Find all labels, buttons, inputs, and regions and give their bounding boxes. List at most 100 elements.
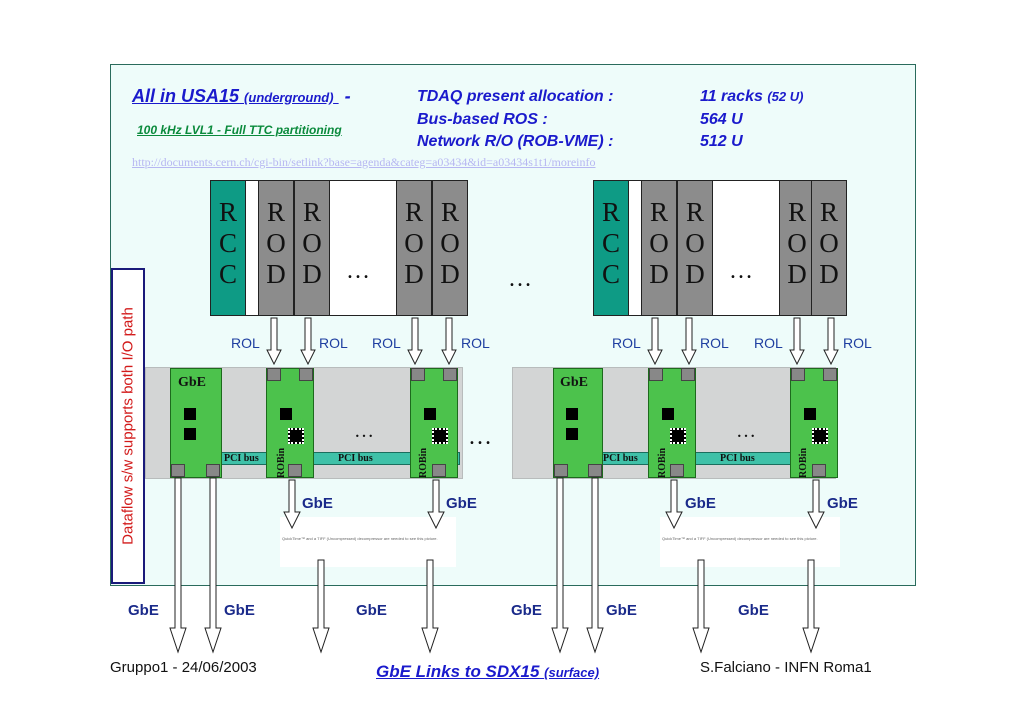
gbe-link-label: GbE [606, 602, 637, 619]
rol-label: ROL [319, 335, 348, 351]
rack-letter: O [302, 228, 322, 258]
rack-letter: C [601, 259, 620, 289]
rack-letter: O [440, 228, 460, 258]
robin-connector [670, 464, 684, 477]
alloc-value-0: 11 racks (52 U) [700, 88, 803, 106]
rack-letter: O [266, 228, 286, 258]
rack-letter: R [685, 197, 704, 227]
gbe-link-arrow [312, 559, 330, 654]
gbe-label: GbE [302, 495, 333, 512]
gbe-arrow [283, 479, 301, 530]
robin-chip [804, 408, 816, 420]
robin-connector [649, 368, 663, 381]
gbe-link-arrow [204, 477, 222, 654]
alloc-label-1: Bus-based ROS : [417, 111, 548, 128]
rack-letter: C [218, 259, 237, 289]
robin-fpga [432, 428, 448, 444]
robin-chip [424, 408, 436, 420]
gbe-label: GbE [685, 495, 716, 512]
gbe-link-label: GbE [356, 602, 387, 619]
rol-label: ROL [372, 335, 401, 351]
sidebar-box [111, 268, 145, 584]
footer-center-sub: (surface) [544, 665, 600, 680]
rack-letter: C [218, 228, 237, 258]
rol-label: ROL [700, 335, 729, 351]
rol-label: ROL [461, 335, 490, 351]
title-main: All in USA15 [132, 86, 240, 106]
rack-letter: O [649, 228, 669, 258]
rack-letter: R [601, 197, 620, 227]
quicktime-placeholder: QuickTime™ and a TIFF (Uncompressed) dec… [280, 517, 456, 567]
robin-connector [299, 368, 313, 381]
rol-label: ROL [612, 335, 641, 351]
robin-connector [267, 368, 281, 381]
robin-card [790, 368, 838, 478]
rol-label: ROL [843, 335, 872, 351]
rack-letter: R [787, 197, 806, 227]
rcc-rack: R C C [210, 180, 246, 316]
rcc-rack: R C C [593, 180, 629, 316]
rack-ellipsis: … [346, 258, 373, 284]
rack-ellipsis: … [729, 258, 756, 284]
robin-card [648, 368, 696, 478]
robin-connector [432, 464, 446, 477]
rod-rack: R O D [432, 180, 468, 316]
rol-arrow [407, 317, 423, 366]
rack-letter: O [819, 228, 839, 258]
ttc-subtitle: 100 kHz LVL1 - Full TTC partitioning [137, 123, 342, 137]
gbe-arrow [807, 479, 825, 530]
footer-left: Gruppo1 - 24/06/2003 [110, 659, 257, 676]
rod-rack: R O D [294, 180, 330, 316]
alloc-value-0-main: 11 racks [700, 88, 763, 105]
alloc-value-2: 512 U [700, 133, 743, 150]
robin-fpga [812, 428, 828, 444]
gbe-link-arrow [586, 477, 604, 654]
agenda-link[interactable]: http://documents.cern.ch/cgi-bin/setlink… [132, 155, 596, 169]
rack-letter: R [649, 197, 668, 227]
robin-connector [411, 368, 425, 381]
robin-connector [288, 464, 302, 477]
rod-rack: R O D [641, 180, 677, 316]
gbe-nic-label: GbE [560, 375, 589, 390]
footer-center-main: GbE Links to SDX15 [376, 662, 540, 681]
gbe-label: GbE [446, 495, 477, 512]
page-title: All in USA15 (underground) - [132, 86, 351, 107]
gbe-nic [553, 368, 603, 478]
rack-letter: D [787, 259, 807, 289]
rack-gap [246, 180, 258, 316]
rol-arrow [266, 317, 282, 366]
rol-arrow [681, 317, 697, 366]
usa15-panel [110, 64, 916, 586]
rack-letter: R [819, 197, 838, 227]
nic-chip [566, 428, 578, 440]
gbe-link-label: GbE [224, 602, 255, 619]
rack-letter: D [440, 259, 460, 289]
rol-arrow [789, 317, 805, 366]
pci-bus-label: PCI bus [338, 453, 373, 464]
card-ellipsis: … [354, 420, 377, 442]
gbe-arrow [427, 479, 445, 530]
gbe-link-arrow [692, 559, 710, 654]
rack-letter: O [404, 228, 424, 258]
rack-letter: C [601, 228, 620, 258]
robin-card [266, 368, 314, 478]
pci-bus-label: PCI bus [224, 453, 259, 464]
rol-arrow [300, 317, 316, 366]
title-sub: (underground) [244, 90, 334, 105]
footer-center: GbE Links to SDX15 (surface) [376, 662, 599, 682]
rack-gap [629, 180, 641, 316]
rol-arrow [647, 317, 663, 366]
rack-letter: D [819, 259, 839, 289]
alloc-value-1: 564 U [700, 111, 743, 128]
gbe-label: GbE [827, 495, 858, 512]
rack-letter: R [266, 197, 285, 227]
gbe-link-label: GbE [128, 602, 159, 619]
alloc-label-0: TDAQ present allocation : [417, 88, 614, 105]
gbe-link-arrow [802, 559, 820, 654]
gbe-link-label: GbE [738, 602, 769, 619]
gbe-nic-label: GbE [178, 375, 207, 390]
group-ellipsis: … [468, 424, 495, 450]
quicktime-placeholder: QuickTime™ and a TIFF (Uncompressed) dec… [660, 517, 840, 567]
rod-rack: R O D [677, 180, 713, 316]
